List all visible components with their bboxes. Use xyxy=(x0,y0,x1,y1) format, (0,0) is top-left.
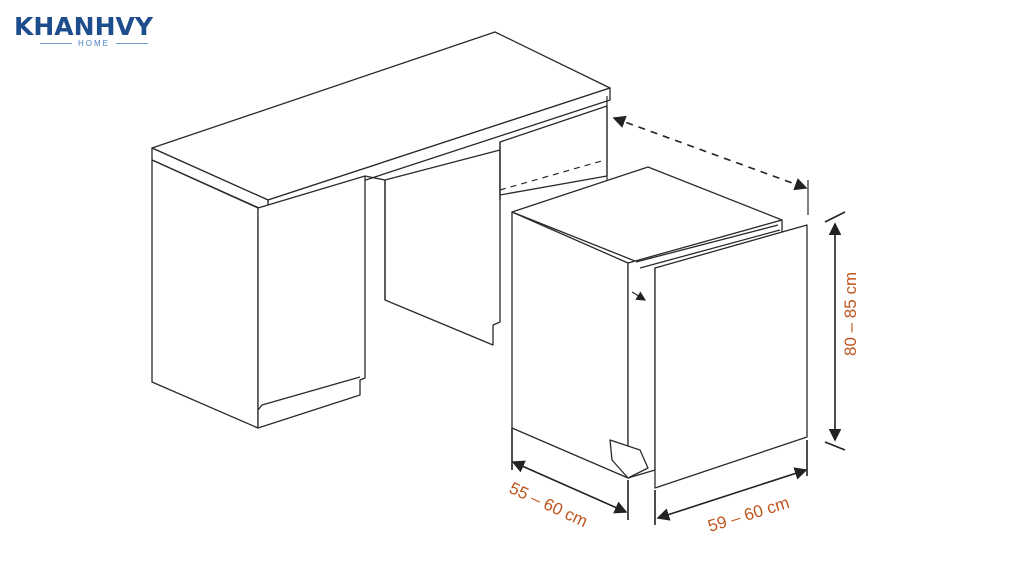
niche-guide-dashed xyxy=(499,159,606,191)
dimension-lines xyxy=(511,115,846,525)
left-cabinet-plinth xyxy=(257,376,361,411)
dishwasher xyxy=(511,166,808,489)
cabinet-edge xyxy=(364,175,386,181)
height-dimension-label: 80 – 85 cm xyxy=(841,272,860,356)
depth-arrow xyxy=(511,460,628,514)
dishwasher-top-edge xyxy=(639,229,781,269)
dishwasher-foot xyxy=(609,439,649,479)
niche-width-arrow xyxy=(612,115,808,191)
dishwasher-top-edge xyxy=(635,224,779,263)
logo-sub-text: HOME xyxy=(78,39,110,48)
width-arrow xyxy=(656,467,808,521)
depth-dimension-label: 55 – 60 cm xyxy=(506,478,590,531)
logo-rule-right xyxy=(116,43,148,44)
khanhvy-logo: KHANHVY HOME xyxy=(14,12,174,49)
height-extension-bottom xyxy=(824,441,846,451)
kitchen-cabinet xyxy=(151,31,611,429)
height-extension-top xyxy=(824,211,846,223)
width-dimension-label: 59 – 60 cm xyxy=(706,493,792,536)
cabinet-rear-panel xyxy=(384,149,501,346)
logo-rule-left xyxy=(40,43,72,44)
dishwasher-door-panel xyxy=(654,224,808,489)
left-cabinet-side xyxy=(151,159,259,429)
insertion-arrow xyxy=(631,291,647,301)
logo-brand: KHANHVY xyxy=(14,12,153,41)
logo-sub: HOME xyxy=(40,39,148,48)
niche-guides xyxy=(499,96,809,301)
